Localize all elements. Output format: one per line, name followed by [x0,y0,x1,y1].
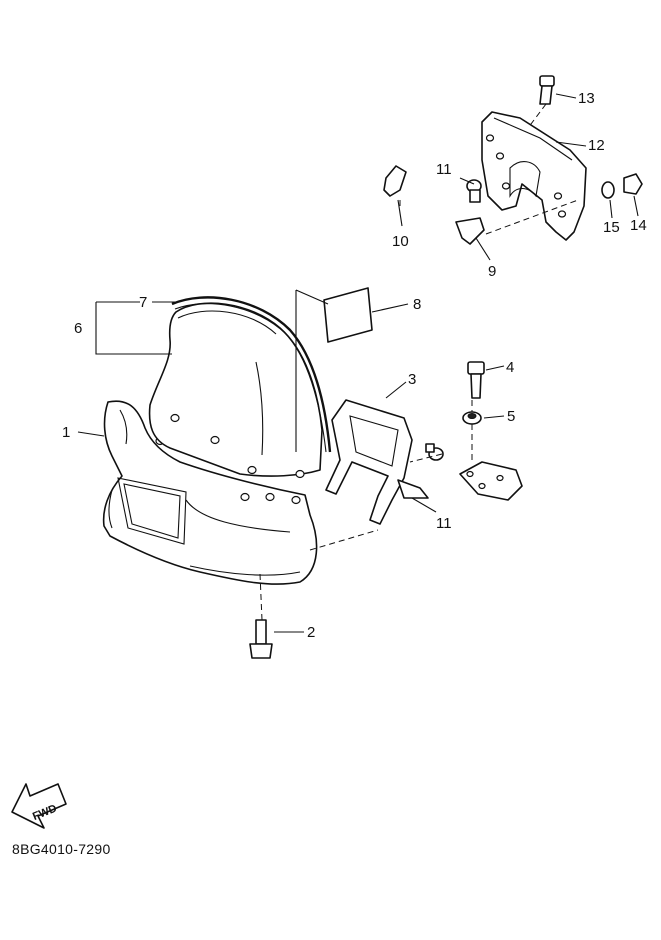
callout-8: 8 [413,296,421,313]
nut-14 [623,173,643,195]
callout-15: 15 [603,219,620,236]
callout-2: 2 [307,624,315,641]
callout-7: 7 [139,294,147,311]
callout-6: 6 [74,320,82,337]
drawing-code: 8BG4010-7290 [12,841,111,857]
grommet-5 [462,411,482,425]
callout-11-lower: 11 [436,515,452,532]
callout-11-upper: 11 [436,161,452,178]
edge-molding [171,296,332,453]
callout-4: 4 [506,359,514,376]
stay-bracket [325,399,429,525]
callout-13: 13 [578,90,595,107]
nut-plate-9 [455,217,485,245]
mounting-plate [459,461,523,501]
callout-10: 10 [392,233,409,250]
bolt-13 [539,75,555,105]
upper-bracket [481,111,587,241]
callout-1: 1 [62,424,70,441]
callout-9: 9 [488,263,496,280]
callout-12: 12 [588,137,605,154]
label-sticker [323,287,373,343]
callout-5: 5 [507,408,515,425]
callout-3: 3 [408,371,416,388]
washer-15 [601,181,615,199]
screw-11-upper [466,179,482,203]
clip-10 [383,165,407,197]
bolt-4 [467,361,485,399]
bolt-2 [249,619,273,659]
fwd-arrow-icon: FWD [11,783,67,829]
screw-11-lower [425,443,444,461]
callout-14: 14 [630,217,647,234]
